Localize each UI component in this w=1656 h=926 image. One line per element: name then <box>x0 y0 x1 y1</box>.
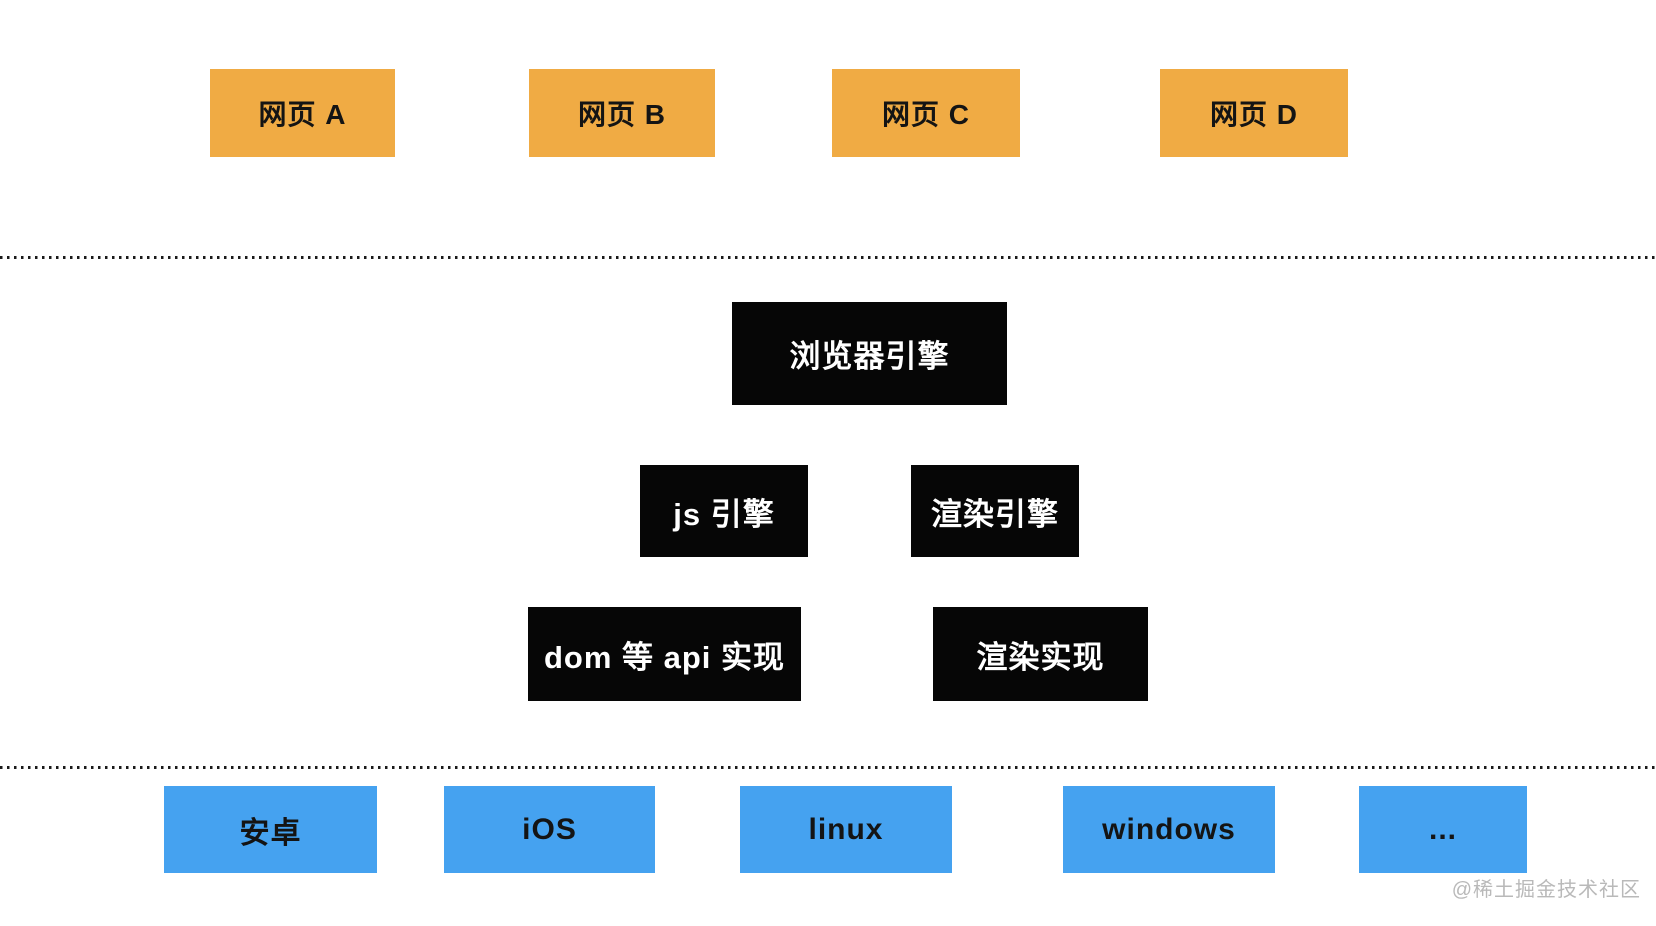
node-platform-android: 安卓 <box>164 786 377 873</box>
node-browser-engine: 浏览器引擎 <box>732 302 1007 405</box>
watermark: @稀土掘金技术社区 <box>1451 879 1641 901</box>
node-render-engine: 渲染引擎 <box>911 465 1079 557</box>
node-platform-more: ... <box>1359 786 1527 873</box>
dotted-divider-top <box>0 256 1656 259</box>
node-webpage-d: 网页 D <box>1160 69 1348 157</box>
node-platform-windows: windows <box>1063 786 1275 873</box>
node-platform-ios: iOS <box>444 786 655 873</box>
node-webpage-c: 网页 C <box>832 69 1020 157</box>
dotted-divider-bottom <box>0 766 1656 769</box>
node-render-implementation: 渲染实现 <box>933 607 1148 701</box>
node-platform-linux: linux <box>740 786 952 873</box>
node-dom-api-implementation: dom 等 api 实现 <box>528 607 801 701</box>
node-webpage-b: 网页 B <box>529 69 715 157</box>
node-webpage-a: 网页 A <box>210 69 395 157</box>
node-js-engine: js 引擎 <box>640 465 808 557</box>
